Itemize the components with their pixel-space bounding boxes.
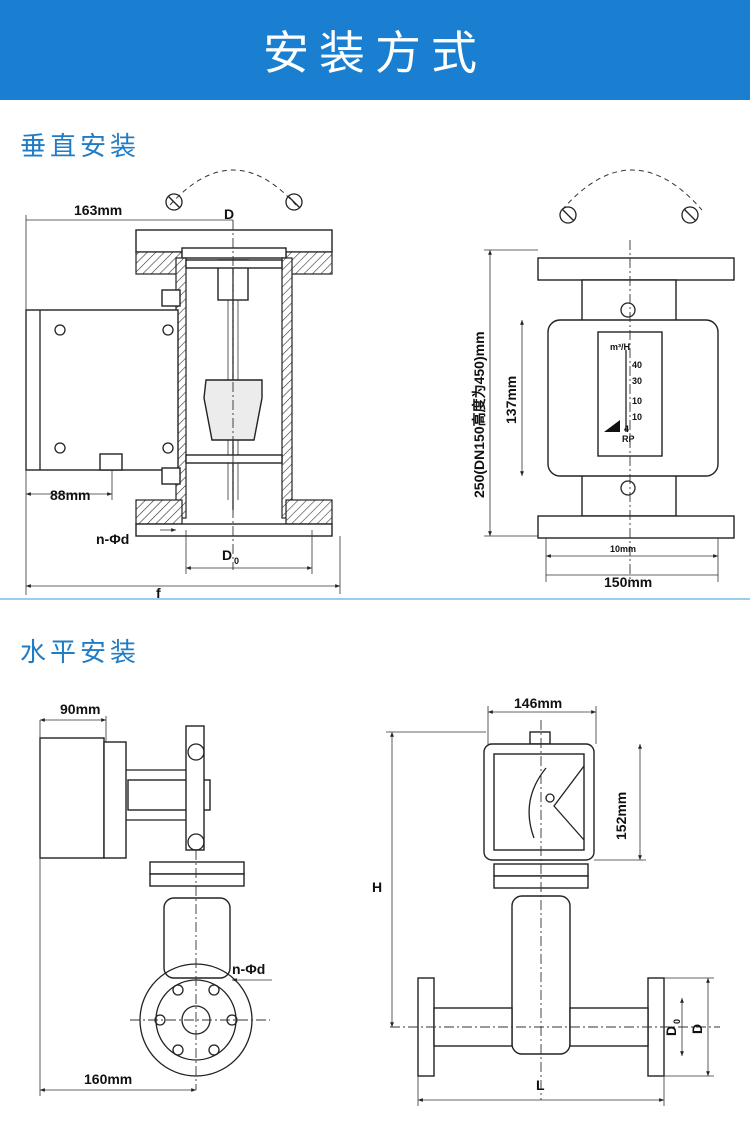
section-title-horizontal: 水平安装 [20,638,141,668]
dim-250mm: 250(DN150高度为450)mm [471,331,487,498]
dim-D0-h-subscript: 0 [672,1019,682,1024]
page-title: 安装方式 [263,26,487,80]
dim-146mm: 146mm [514,695,562,711]
dim-D0-h: D [663,1026,679,1036]
dim-D: D [224,206,234,222]
dim-163mm: 163mm [74,202,122,218]
dim-D0: D [222,547,232,563]
dim-f: f [156,585,161,601]
bolt-icon [681,206,699,224]
bolt-icon [165,193,183,211]
scale-tick-40: 40 [632,360,642,370]
dim-90mm: 90mm [60,701,100,717]
bolt-icon [285,193,303,211]
dim-10mm: 10mm [610,544,636,554]
section-title-vertical: 垂直安装 [20,132,141,162]
horizontal-meter-side [39,716,272,1096]
scale-unit: m³/H [610,342,630,352]
vertical-meter-front [484,169,735,582]
dim-137mm: 137mm [503,376,519,424]
dim-88mm: 88mm [50,487,90,503]
header-banner: 安装方式 [0,0,750,100]
vertical-meter-section [25,169,341,595]
vertical-installation-drawing: 163mm D 88mm n-Φd D 0 f m³/H 40 3 [25,169,735,601]
horizontal-installation-drawing: 90mm n-Φd 160mm 146mm 152mm H [39,695,720,1106]
bolt-icon [559,206,577,224]
horizontal-meter-front [386,706,720,1106]
dim-D0-subscript: 0 [234,556,239,566]
scale-tick-30: 30 [632,376,642,386]
scale-tick-10b: 10 [632,412,642,422]
scale-tick-4: 4 [624,424,629,434]
dim-n-phi-d: n-Φd [96,531,129,547]
dim-L: L [536,1077,545,1093]
section-divider [0,598,750,600]
scale-mark-rp: RP [622,434,635,444]
dim-H: H [372,879,382,895]
dim-152mm: 152mm [613,792,629,840]
dim-n-phi-d-h: n-Φd [232,961,265,977]
dim-D-h: D [689,1024,705,1034]
scale-tick-10a: 10 [632,396,642,406]
dim-150mm: 150mm [604,574,652,590]
dim-160mm: 160mm [84,1071,132,1087]
